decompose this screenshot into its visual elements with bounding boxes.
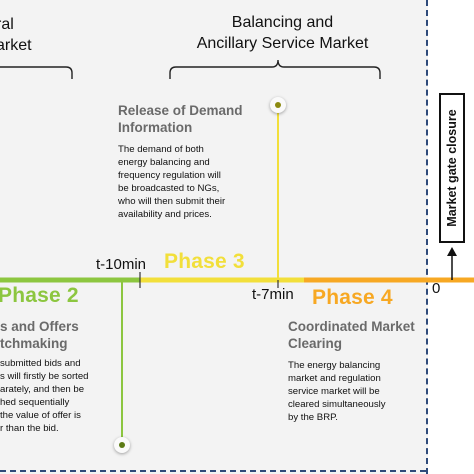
market-gate-closure-label: Market gate closure bbox=[445, 109, 459, 227]
gate-arrow-head bbox=[447, 247, 457, 256]
release-text: The demand of both energy balancing and … bbox=[118, 144, 226, 220]
pin-dot-green bbox=[119, 442, 125, 448]
clearing-heading: Coordinated Market Clearing bbox=[288, 319, 415, 351]
right-market-brace bbox=[169, 59, 381, 79]
bottom-border bbox=[0, 470, 426, 472]
right-market-title: Balancing and Ancillary Service Market bbox=[196, 14, 369, 52]
phase-3-label: Phase 3 bbox=[164, 250, 245, 273]
time-label-t7: t-7min bbox=[252, 286, 294, 303]
pin-head-matchmaking bbox=[114, 437, 130, 453]
market-gate-closure-box: Market gate closure bbox=[439, 93, 465, 243]
time-label-t10: t-10min bbox=[96, 256, 147, 273]
phase-2-label: Phase 2 bbox=[0, 284, 79, 307]
left-market-title: ral arket bbox=[0, 16, 32, 54]
matchmaking-heading: s and Offers tchmaking bbox=[0, 319, 79, 351]
clearing-text: The energy balancing market and regulati… bbox=[288, 360, 386, 423]
pin-head-release bbox=[270, 97, 286, 113]
matchmaking-box: s and Offers tchmaking submitted bids an… bbox=[0, 318, 118, 435]
release-heading: Release of Demand Information bbox=[118, 103, 243, 135]
time-label-zero: 0 bbox=[432, 280, 441, 297]
clearing-box: Coordinated Market Clearing The energy b… bbox=[288, 318, 428, 424]
left-market-brace bbox=[0, 66, 73, 79]
pin-dot-yellow bbox=[275, 102, 281, 108]
release-info-box: Release of Demand Information The demand… bbox=[118, 102, 268, 221]
matchmaking-text: submitted bids and s will firstly be sor… bbox=[0, 358, 89, 434]
phase-4-label: Phase 4 bbox=[312, 286, 393, 309]
